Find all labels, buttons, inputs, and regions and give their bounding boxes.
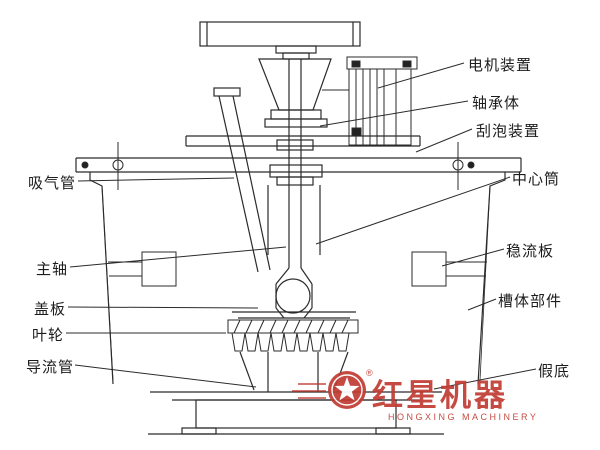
suction-pipe-drawing	[213, 87, 271, 273]
label-guide-pipe: 导流管	[26, 359, 75, 376]
watermark-registered-mark: ®	[366, 368, 373, 378]
stabilizer-plates	[108, 251, 487, 287]
watermark-star-icon	[292, 371, 366, 409]
label-center-tube: 中心筒	[512, 171, 561, 188]
label-scraper-device: 刮泡装置	[476, 123, 541, 140]
deck-platform	[75, 135, 522, 173]
cover-plate-drawing	[232, 311, 356, 319]
label-false-bottom: 假底	[538, 363, 571, 380]
label-motor-device: 电机装置	[468, 57, 533, 74]
watermark-brand-name: 红星机器	[372, 378, 508, 413]
label-tank-body: 槽体部件	[498, 293, 563, 310]
shaft-yoke	[275, 267, 313, 319]
label-bearing-body: 轴承体	[472, 95, 521, 112]
label-main-shaft: 主轴	[36, 261, 69, 278]
base-drawing	[148, 391, 444, 435]
top-plate	[199, 21, 361, 60]
motor-assembly	[322, 56, 418, 146]
leader-lines	[66, 62, 537, 390]
impeller-drawing	[227, 319, 359, 352]
label-suction-pipe: 吸气管	[28, 175, 77, 192]
tank-body-drawing	[89, 172, 506, 385]
center-marks	[81, 142, 475, 190]
center-tube-drawing	[267, 185, 321, 255]
label-cover-plate: 盖板	[34, 301, 67, 318]
bearing-housing	[258, 58, 332, 128]
watermark-brand-name-en: HONGXING MACHINERY	[388, 412, 539, 422]
label-stabilizer-plate: 稳流板	[506, 243, 555, 260]
main-shaft-drawing	[269, 59, 323, 268]
label-impeller: 叶轮	[32, 327, 65, 344]
